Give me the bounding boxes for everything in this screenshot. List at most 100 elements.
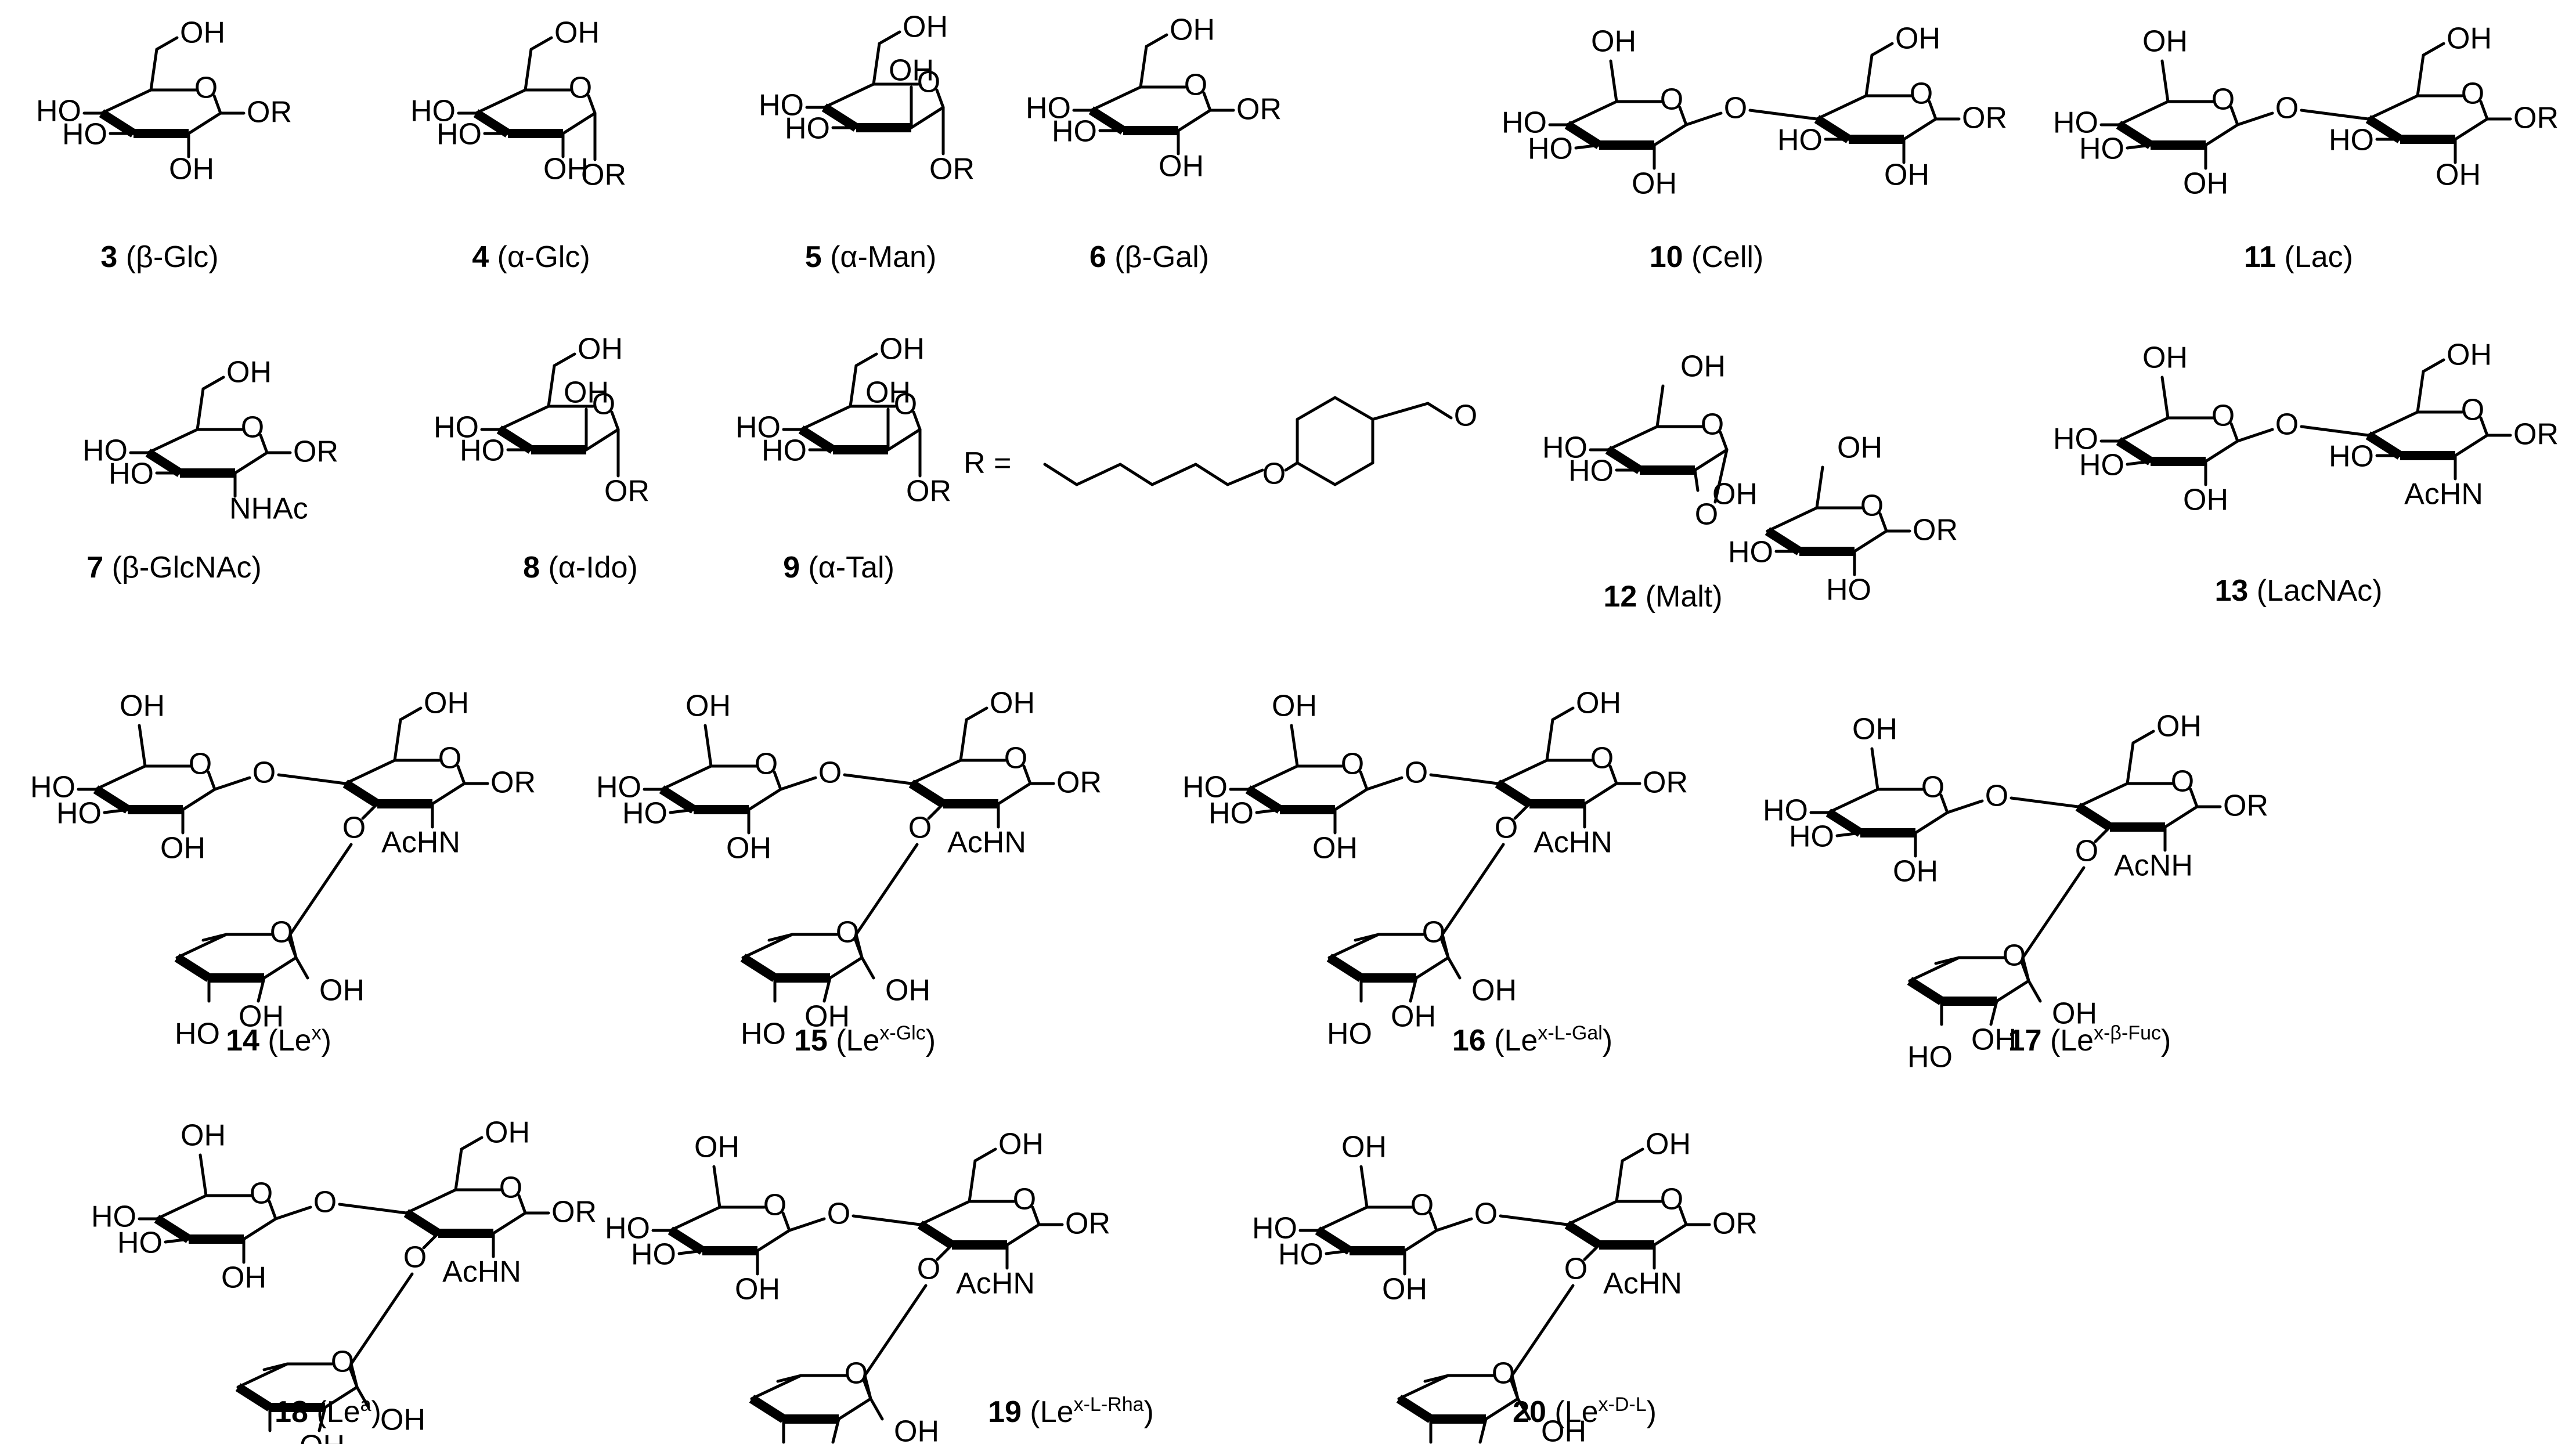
atom-label: HO: [1528, 132, 1573, 166]
bond-line: [1835, 831, 1862, 837]
atom-label: O: [1474, 1197, 1498, 1231]
atom-label: OR: [490, 766, 536, 800]
atom-label: HO: [605, 1212, 650, 1246]
atom-label: O: [1590, 742, 1614, 775]
bond-line: [660, 764, 713, 791]
bold-bond: [496, 425, 534, 454]
bond-line: [199, 1153, 208, 1197]
bond-line: [1606, 425, 1659, 452]
atom-label: OH: [1391, 1000, 1436, 1034]
bond-line: [349, 1272, 414, 1366]
atom-label: O: [331, 1345, 354, 1379]
atom-label: HO: [2079, 132, 2124, 166]
bond-line: [1354, 933, 1380, 942]
bond-line: [837, 1397, 872, 1421]
atom-label: OH: [1884, 158, 1929, 192]
bond-line: [860, 956, 875, 980]
atom-label: HO: [175, 1017, 220, 1051]
bond-line: [1815, 465, 1824, 510]
atom-label: OH: [894, 1415, 939, 1444]
compound-label-c12: 12 (Malt): [1603, 580, 1722, 613]
atom-label: HO: [1278, 1238, 1323, 1272]
atom-label: OR: [1236, 93, 1282, 127]
atom-label: OH: [1895, 22, 1940, 56]
compound-superscript: x-L-Rha: [1074, 1394, 1144, 1416]
atom-label: OH: [885, 974, 930, 1008]
bond-line: [872, 42, 881, 86]
atom-label: OR: [247, 96, 292, 129]
atom-label: OH: [1382, 1273, 1427, 1306]
compound-name: (α-Tal): [800, 551, 894, 584]
atom-label: HO: [1252, 1212, 1297, 1246]
bond-line: [1246, 764, 1299, 791]
bond-line: [2027, 979, 2042, 1003]
bond-line: [1510, 1374, 1520, 1400]
atom-label: O: [250, 1177, 273, 1211]
bond-line: [100, 88, 153, 115]
bond-line: [2300, 109, 2370, 121]
atom-label: AcHN: [956, 1267, 1035, 1301]
atom-label: O: [1492, 1357, 1515, 1391]
atom-label: O: [189, 748, 212, 781]
atom-label: O: [2075, 835, 2098, 868]
atom-label: AcHN: [1534, 826, 1612, 860]
atom-label: O: [342, 811, 366, 845]
atom-label: OH: [424, 687, 469, 720]
compound-superscript: x: [312, 1022, 322, 1044]
bond-line: [288, 843, 353, 936]
bond-line: [103, 808, 129, 814]
bond-line: [242, 1217, 277, 1241]
atom-label: O: [313, 1186, 337, 1219]
bond-line: [2454, 434, 2489, 457]
bond-line: [2126, 460, 2152, 466]
bond-line: [1565, 100, 1618, 127]
bold-bond: [749, 1395, 786, 1423]
bond-line: [1022, 764, 1032, 785]
bond-line: [338, 1203, 408, 1215]
atom-label: HO: [1208, 797, 1254, 831]
bond-line: [2416, 53, 2425, 98]
bold-bond: [2116, 121, 2153, 149]
atom-label: O: [894, 388, 917, 421]
bond-line: [1403, 1229, 1438, 1252]
atom-label: OR: [1913, 514, 1958, 547]
atom-label: OH: [735, 1273, 780, 1306]
compound-superscript: x-β-Fuc: [2094, 1022, 2161, 1044]
atom-label: HO: [91, 1200, 136, 1234]
bond-line: [767, 933, 794, 942]
atom-label: HO: [1026, 92, 1071, 125]
compound-number: 3: [100, 240, 117, 274]
bond-line: [1545, 718, 1554, 762]
bond-line: [524, 48, 533, 92]
bond-line: [750, 1374, 803, 1400]
atom-label: AcHN: [947, 826, 1026, 860]
compound-name: (Le: [1486, 1024, 1538, 1057]
atom-label: OH: [2142, 341, 2188, 375]
bond-line: [1031, 1205, 1041, 1226]
compound-name-tail: ): [371, 1395, 381, 1429]
bold-bond: [1825, 808, 1863, 837]
bond-line: [1995, 979, 2030, 1003]
bond-line: [201, 376, 225, 391]
atom-label: O: [763, 1189, 786, 1222]
atom-label: O: [1860, 489, 1884, 523]
bond-line: [1693, 468, 1700, 492]
atom-label: OH: [319, 974, 365, 1008]
atom-label: O: [2171, 765, 2194, 799]
bond-line: [878, 30, 901, 45]
substituent-label: R =: [964, 446, 1011, 480]
bond-line: [454, 1147, 463, 1192]
bond-line: [138, 724, 147, 768]
atom-label: HO: [62, 118, 107, 151]
atom-label: O: [917, 66, 940, 99]
atom-label: O: [1410, 1189, 1434, 1222]
bond-line: [936, 1243, 954, 1261]
atom-label: O: [499, 1171, 522, 1205]
bold-bond: [740, 954, 778, 982]
atom-label: OH: [554, 16, 600, 50]
bond-line: [2479, 100, 2489, 121]
compound-label-c18: 18 (Lea): [275, 1394, 381, 1429]
